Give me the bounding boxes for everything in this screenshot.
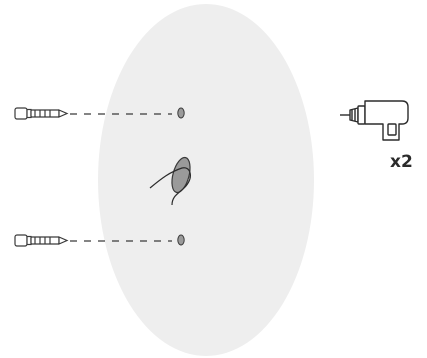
screw-icon: [14, 234, 69, 247]
oval-wall-plate: [98, 4, 314, 356]
quantity-label: x2: [390, 152, 413, 172]
screw-icon: [14, 107, 69, 120]
screw-hole-top: [177, 107, 185, 119]
power-drill-icon: [340, 100, 409, 141]
screw-hole-bottom: [177, 234, 185, 246]
cable-hole-icon: [149, 156, 191, 206]
